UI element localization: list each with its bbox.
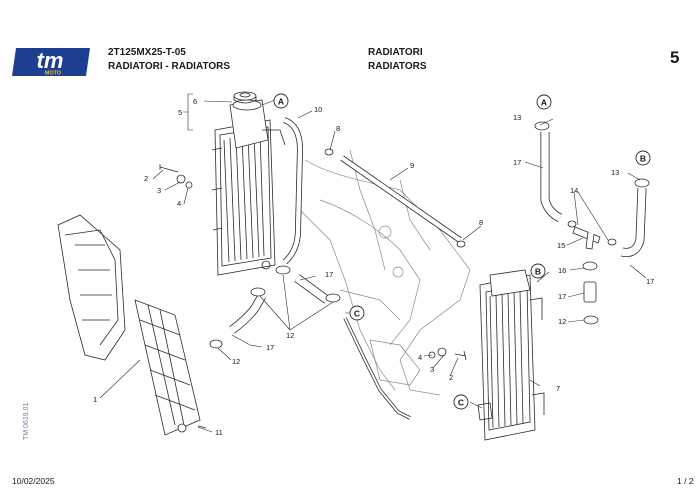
document-code-vertical: TM 0619.01 (23, 402, 30, 440)
callout-17-right-a: 17 (513, 158, 521, 167)
radiator-right (477, 269, 545, 441)
logo-accent-bar (32, 69, 74, 75)
marker-a-left: A (278, 97, 284, 107)
logo-text: tm (37, 48, 64, 73)
callout-11: 11 (215, 428, 223, 437)
callout-3-right: 3 (430, 365, 434, 374)
hose-17-right-b (621, 187, 647, 257)
callout-4-right: 4 (418, 353, 422, 362)
section-title-left: RADIATORI - RADIATORS (108, 61, 231, 72)
callout-16: 16 (558, 266, 566, 275)
callout-10: 10 (314, 105, 322, 114)
hose-9 (340, 155, 462, 243)
t-fitting (567, 220, 617, 250)
catalog-code: 2T125MX25-T-05 (108, 47, 186, 58)
letter-markers (273, 93, 651, 410)
radiator-left (211, 99, 286, 276)
callout-7: 7 (556, 384, 560, 393)
callout-17-right-b: 17 (646, 277, 654, 286)
callout-17-lower-left: 17 (266, 343, 274, 352)
callout-8-right: 8 (479, 218, 483, 227)
marker-c-radiator: C (458, 398, 464, 408)
fasteners (159, 164, 467, 433)
page-number: 5 (670, 48, 680, 67)
drain-line (343, 317, 411, 420)
leader-lines (99, 93, 647, 433)
hose-17-lower-left (229, 293, 266, 334)
callout-3-left: 3 (157, 186, 161, 195)
footer-pagination: 1 / 2 (677, 476, 694, 486)
section-title-english: RADIATORS (368, 61, 427, 72)
logo-subtext: MOTO (45, 71, 62, 77)
hose-17-right-a (540, 132, 563, 223)
section-title-italian: RADIATORI (368, 47, 423, 58)
marker-a-right: A (541, 98, 547, 108)
callout-6: 6 (193, 97, 197, 106)
hose-17-short (294, 274, 330, 304)
callout-4-left: 4 (177, 199, 181, 208)
callout-1: 1 (93, 395, 97, 404)
marker-b-radiator: B (535, 267, 541, 277)
callout-9: 9 (410, 161, 414, 170)
callout-17-center: 17 (325, 270, 333, 279)
radiator-shroud (57, 214, 126, 361)
callout-8-left: 8 (336, 124, 340, 133)
callout-12-extra: 12 (277, 263, 285, 272)
callout-17-piece: 17 (558, 292, 566, 301)
hose-17-piece (583, 281, 597, 303)
radiator-louvre-grille (134, 299, 201, 436)
callout-12-center: 12 (286, 331, 294, 340)
hose-clamps (209, 121, 650, 349)
callout-2-right: 2 (449, 373, 453, 382)
callout-12-lower-left: 12 (232, 357, 240, 366)
tm-moto-logo: tm MOTO (12, 48, 90, 77)
radiator-cap (233, 91, 257, 104)
callout-5: 5 (178, 108, 182, 117)
marker-b-top: B (640, 154, 646, 164)
callout-14: 14 (570, 186, 578, 195)
marker-c-hose: C (354, 309, 360, 319)
callout-13-b: 13 (611, 168, 619, 177)
callout-15: 15 (557, 241, 565, 250)
footer-date: 10/02/2025 (12, 476, 55, 486)
callout-2-left: 2 (144, 174, 148, 183)
callout-12-right: 12 (558, 317, 566, 326)
callout-13-a: 13 (513, 113, 521, 122)
hose-10 (282, 117, 304, 265)
